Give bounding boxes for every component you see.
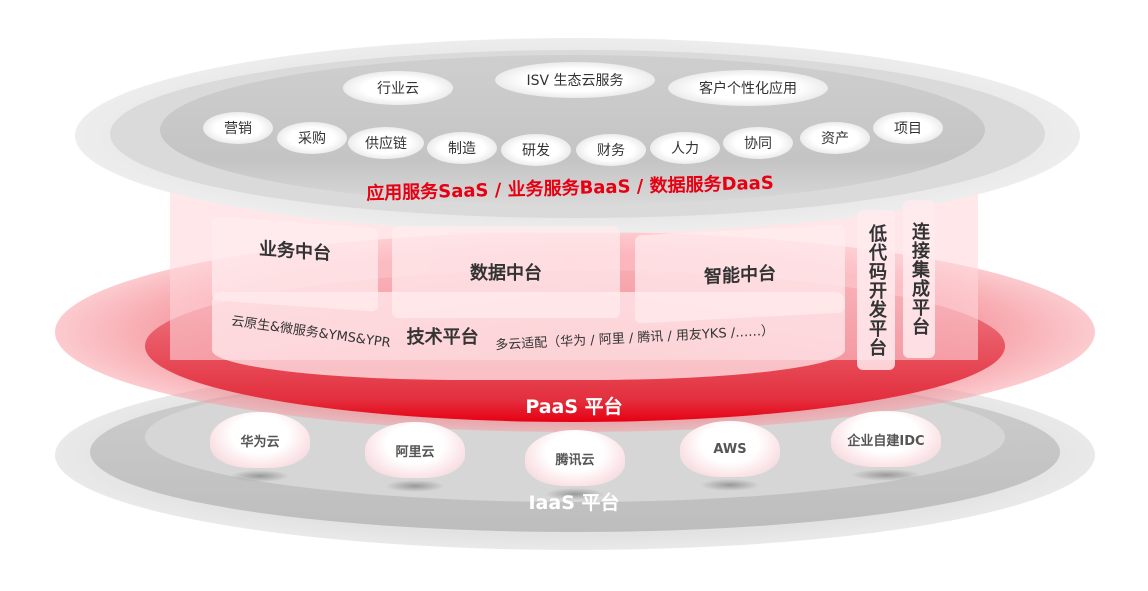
cloud-label: 企业自建IDC	[847, 433, 925, 449]
tech-platform-box: 云原生&微服务&YMS&YPR 技术平台 多云适配（华为 / 阿里 / 腾讯 /…	[212, 292, 845, 380]
pill-custom-apps: 客户个性化应用	[668, 70, 828, 106]
module-projects: 项目	[873, 112, 943, 144]
business-center-label: 业务中台	[259, 238, 331, 265]
tech-right-label: 多云适配（华为 / 阿里 / 腾讯 / 用友YKS /……）	[494, 323, 775, 353]
module-supply-chain: 供应链	[348, 127, 424, 159]
low-code-label: 低代码开发平台	[866, 223, 887, 357]
cloud-label: 华为云	[240, 434, 280, 450]
tech-left-label: 云原生&微服务&YMS&YPR	[230, 313, 392, 351]
cloud-private-idc: 企业自建IDC	[831, 411, 941, 481]
module-assets: 资产	[800, 122, 870, 154]
integration-label: 连接集成平台	[909, 222, 930, 336]
paas-title: PaaS 平台	[525, 396, 623, 418]
data-center-label: 数据中台	[470, 263, 542, 284]
iaas-title: IaaS 平台	[528, 492, 620, 514]
module-procurement: 采购	[277, 122, 347, 154]
ai-center-label: 智能中台	[704, 263, 776, 288]
cloud-aws: AWS	[680, 421, 780, 491]
cloud-tencent: 腾讯云	[525, 430, 625, 500]
module-hr: 人力	[650, 132, 720, 164]
low-code-box: 低代码开发平台	[857, 210, 895, 370]
module-marketing: 营销	[203, 112, 273, 144]
module-finance: 财务	[576, 134, 646, 166]
cloud-label: 腾讯云	[555, 452, 595, 468]
cloud-label: 阿里云	[395, 444, 435, 460]
module-manufacturing: 制造	[427, 132, 497, 164]
module-collaboration: 协同	[723, 127, 793, 159]
pill-isv-ecosystem: ISV 生态云服务	[495, 62, 655, 98]
tech-title-label: 技术平台	[406, 327, 479, 348]
integration-box: 连接集成平台	[903, 200, 935, 358]
pill-industry-cloud: 行业云	[343, 71, 453, 105]
cloud-label: AWS	[713, 441, 747, 457]
cloud-huawei: 华为云	[210, 412, 310, 482]
cloud-alibaba: 阿里云	[365, 422, 465, 492]
module-rnd: 研发	[501, 134, 571, 166]
